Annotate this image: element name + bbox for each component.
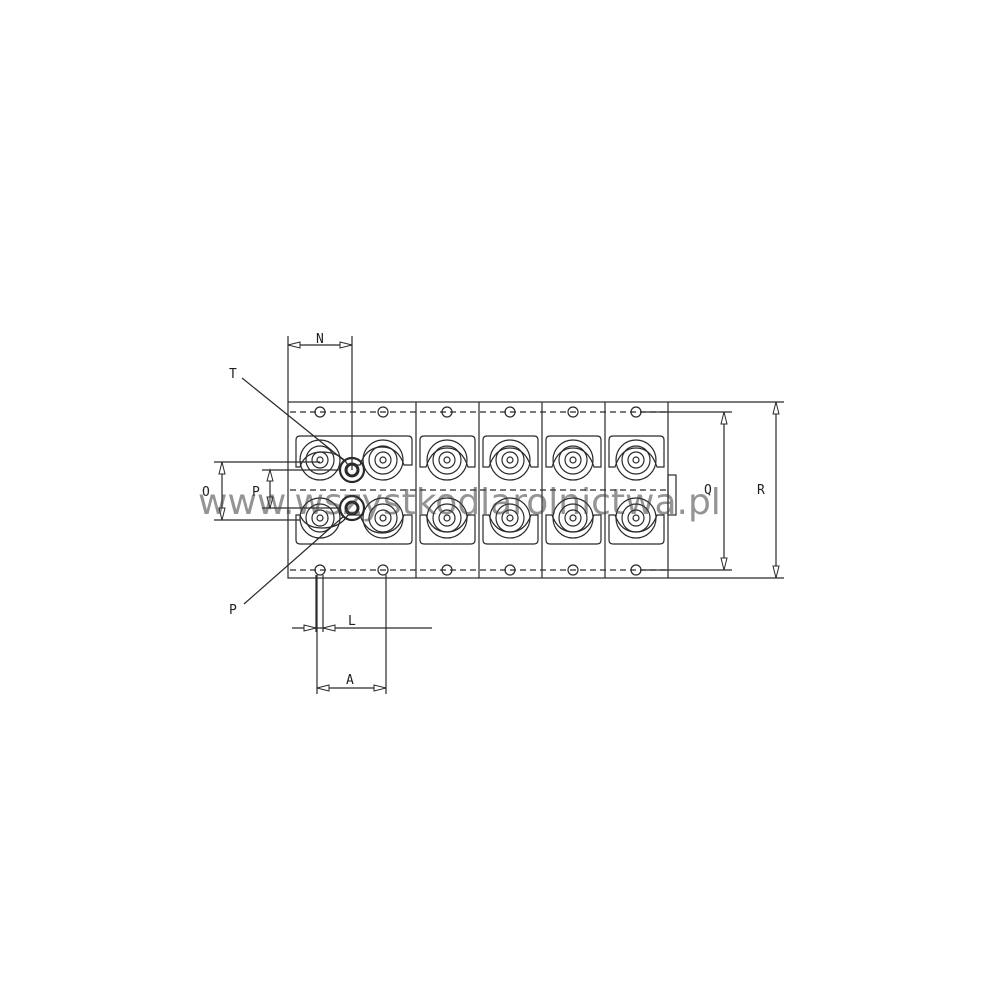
mounting-hole — [567, 564, 579, 576]
arrowhead — [218, 461, 226, 475]
section-upper — [419, 435, 476, 468]
mounting-hole — [504, 564, 516, 576]
arrowhead — [218, 507, 226, 521]
label-a: A — [346, 673, 354, 688]
label-o: O — [202, 485, 210, 500]
label-n: N — [316, 332, 324, 347]
port-fitting — [362, 439, 404, 481]
arrowhead — [303, 624, 317, 632]
section-upper — [608, 435, 665, 468]
label-t: T — [229, 367, 237, 382]
mounting-hole — [504, 406, 516, 418]
mounting-hole — [377, 564, 389, 576]
port-fitting — [299, 497, 341, 539]
mounting-hole — [441, 406, 453, 418]
mounting-hole — [314, 406, 326, 418]
section-lower — [608, 514, 665, 545]
port-fitting — [489, 439, 531, 481]
port-fitting — [362, 497, 404, 539]
leader-t — [241, 377, 347, 463]
inlet-section-lower — [295, 514, 413, 545]
section-lower — [419, 514, 476, 545]
arrowhead — [266, 496, 274, 510]
arrowhead — [316, 684, 330, 692]
arrowhead — [322, 624, 336, 632]
arrowhead — [772, 401, 780, 415]
mounting-hole — [314, 564, 326, 576]
port-fitting — [615, 497, 657, 539]
port-fitting — [552, 497, 594, 539]
section-lower — [482, 514, 539, 545]
port-fitting — [489, 497, 531, 539]
port-fitting — [299, 439, 341, 481]
section-lower — [545, 514, 602, 545]
mounting-hole — [441, 564, 453, 576]
block-side-step — [667, 474, 677, 516]
leader-p — [243, 515, 345, 605]
label-p-dim: P — [252, 485, 260, 500]
port-fitting — [552, 439, 594, 481]
arrowhead — [720, 411, 728, 425]
mounting-hole — [567, 406, 579, 418]
arrowhead — [266, 468, 274, 482]
arrowhead — [373, 684, 387, 692]
arrowhead — [772, 565, 780, 579]
section-upper — [545, 435, 602, 468]
section-upper — [482, 435, 539, 468]
label-r: R — [757, 483, 765, 498]
port-fitting — [615, 439, 657, 481]
port-fitting — [426, 439, 468, 481]
label-l: L — [348, 614, 356, 629]
port-fitting — [426, 497, 468, 539]
arrowhead — [339, 341, 353, 349]
mounting-hole — [377, 406, 389, 418]
label-q: Q — [704, 483, 712, 498]
label-p-port: P — [229, 603, 237, 618]
arrowhead — [720, 557, 728, 571]
arrowhead — [287, 341, 301, 349]
